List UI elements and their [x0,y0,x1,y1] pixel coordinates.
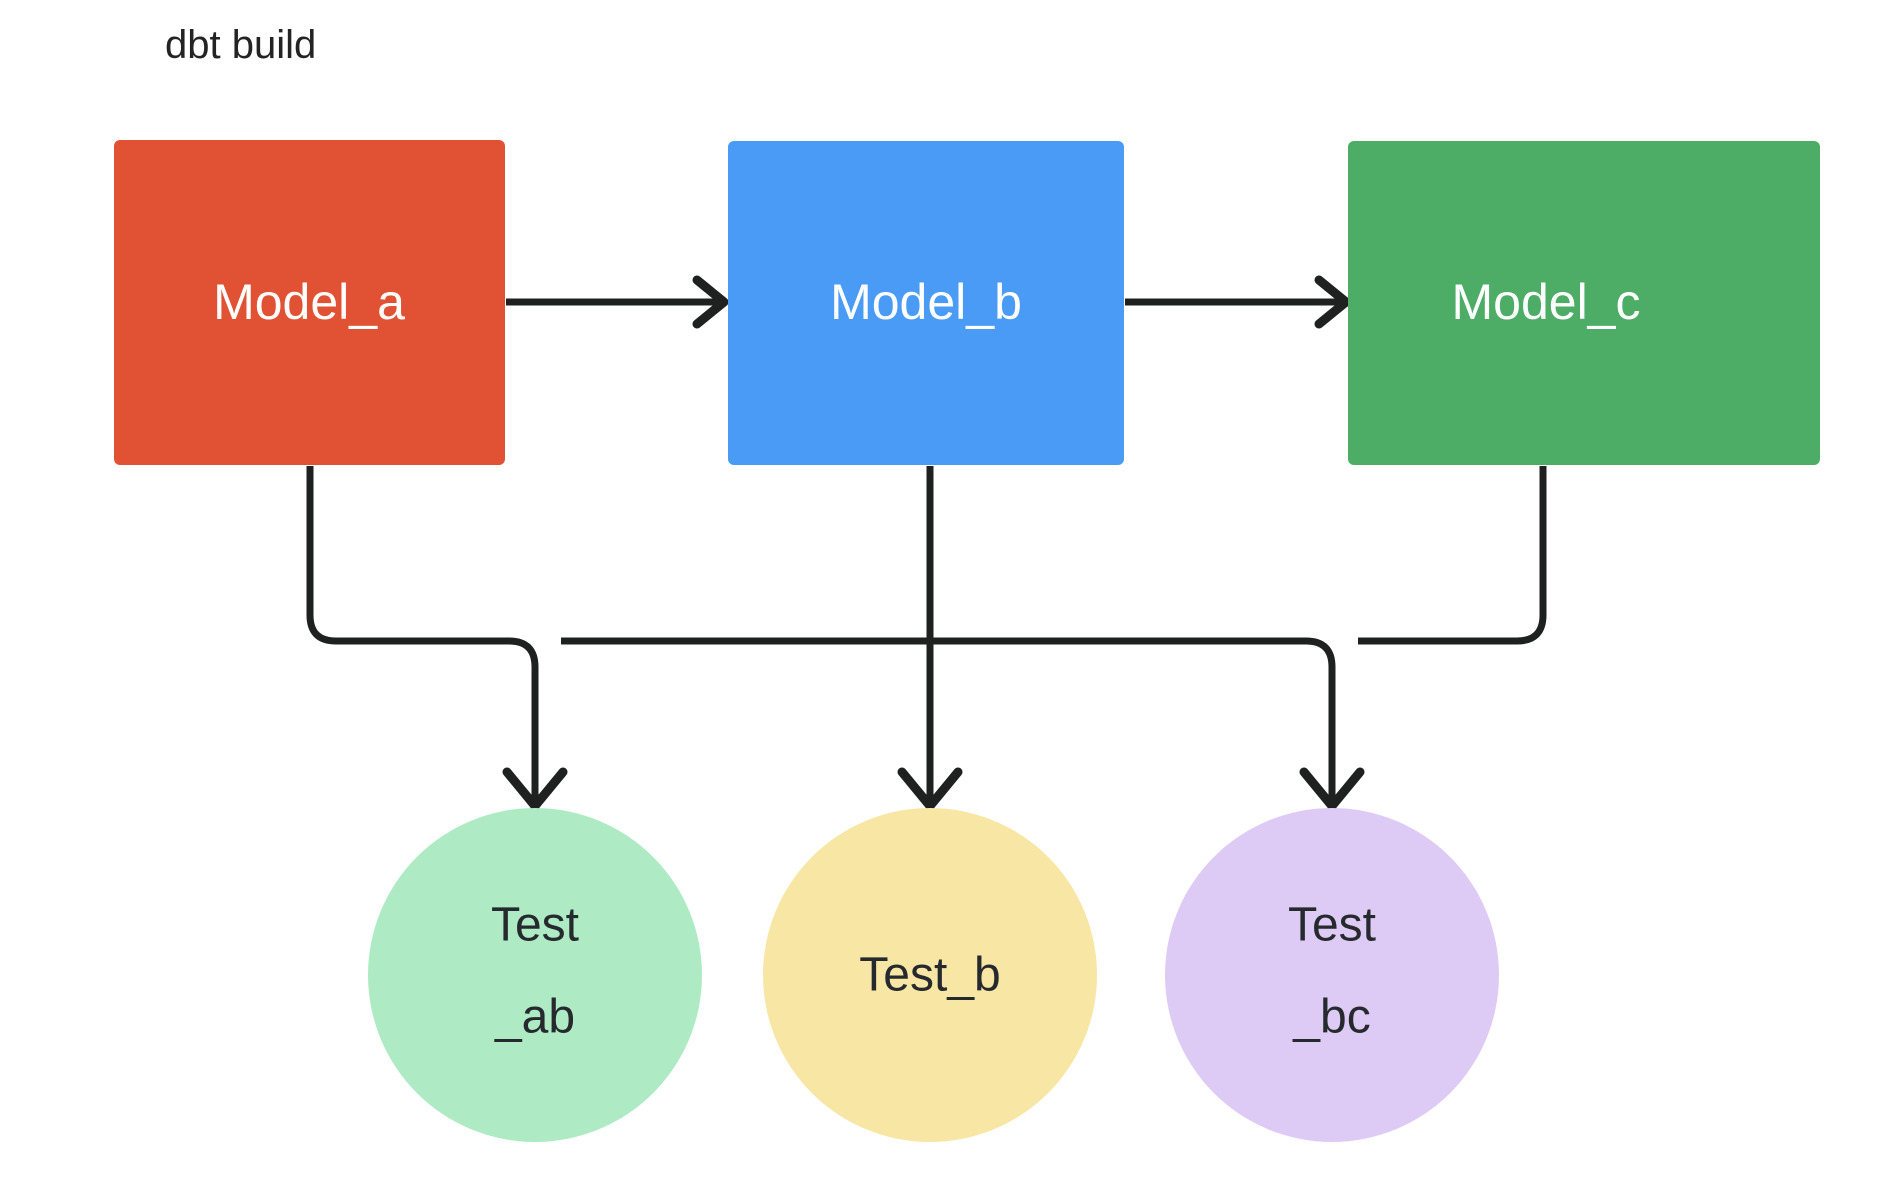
node-test-ab-label-line2: _ab [494,991,575,1044]
model-node-layer: Model_a Model_b Model_c [114,140,1820,465]
node-model-c-shape[interactable] [1348,141,1820,465]
node-test-ab-shape[interactable] [368,808,702,1142]
node-model-a[interactable]: Model_a [114,140,505,465]
node-model-a-label: Model_a [213,274,405,330]
node-test-ab[interactable]: Test _ab [368,808,702,1142]
arrowhead-icon [897,767,963,811]
edge-model-c-to-rail [1358,466,1547,645]
edge-model-b-to-test-b [897,466,963,811]
edge-line [306,466,509,645]
node-model-c[interactable]: Model_c [1348,141,1820,465]
node-test-bc[interactable]: Test _bc [1165,808,1499,1142]
node-test-b-label-line1: Test_b [859,949,1000,1002]
test-node-layer: Test _ab Test_b Test _bc [368,808,1499,1142]
arrowhead-icon [502,767,568,811]
node-model-b[interactable]: Model_b [728,141,1124,465]
edge-line [1305,637,1336,800]
arrowhead-icon [1299,767,1365,811]
arrowhead-icon [1314,275,1351,329]
edge-line [1358,466,1547,645]
arrowhead-icon [692,275,729,329]
edge-line [508,637,539,800]
edge-rail-to-test-bc [1299,637,1365,811]
edge-model-a-to-rail [306,466,509,645]
node-test-b-shape[interactable] [763,808,1097,1142]
edge-model-a-to-model-b [506,275,729,329]
node-model-a-shape[interactable] [114,140,505,465]
node-test-bc-shape[interactable] [1165,808,1499,1142]
edge-layer [306,275,1547,811]
node-model-c-label: Model_c [1452,274,1641,330]
node-test-ab-label-line1: Test [491,899,579,952]
diagram-title: dbt build [165,23,316,67]
node-test-b[interactable]: Test_b [763,808,1097,1142]
edge-rail-to-test-ab [502,637,568,811]
node-test-bc-label-line2: _bc [1292,991,1370,1044]
node-model-b-label: Model_b [830,274,1022,330]
node-test-bc-label-line1: Test [1288,899,1376,952]
node-model-b-shape[interactable] [728,141,1124,465]
edge-model-b-to-model-c [1125,275,1351,329]
